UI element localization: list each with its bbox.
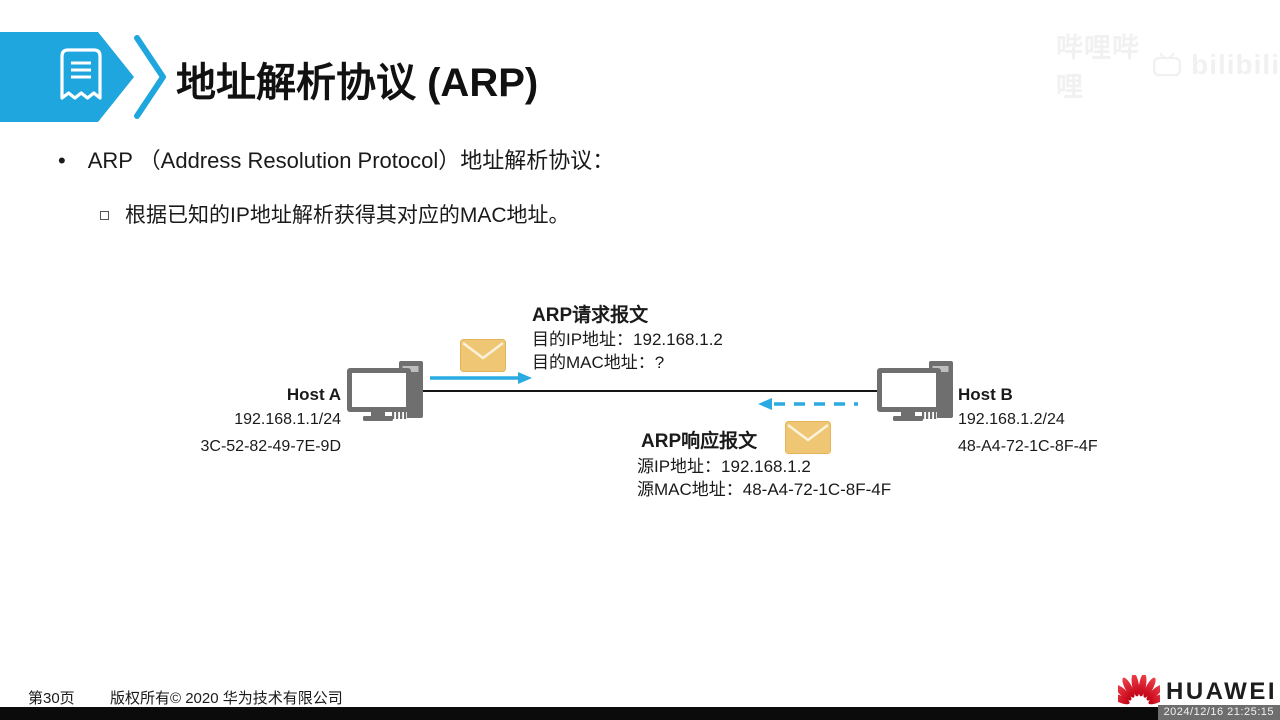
host-a-name: Host A bbox=[286, 385, 341, 404]
request-envelope-icon bbox=[460, 339, 506, 372]
host-b-mac: 48-A4-72-1C-8F-4F bbox=[958, 438, 1098, 455]
host-b-labels: Host B 192.168.1.2/24 48-A4-72-1C-8F-4F bbox=[958, 382, 1098, 461]
host-a-ip: 192.168.1.1/24 bbox=[234, 411, 341, 428]
host-a-mac: 3C-52-82-49-7E-9D bbox=[200, 438, 341, 455]
page-number: 第30页 bbox=[28, 690, 75, 707]
arp-reply-src-mac: 源MAC地址：48-A4-72-1C-8F-4F bbox=[637, 480, 892, 499]
video-watermark: 哔哩哔哩 bilibili bbox=[1056, 26, 1280, 104]
bullet-dot: • bbox=[58, 148, 66, 173]
watermark-en-label: bilibili bbox=[1191, 49, 1280, 80]
reply-arrow-icon bbox=[758, 398, 858, 410]
subbullet-arp-purpose: 根据已知的IP地址解析获得其对应的MAC地址。 bbox=[100, 202, 570, 230]
page-title: 地址解析协议 (ARP) bbox=[176, 61, 539, 105]
arp-reply-title: ARP响应报文 bbox=[641, 431, 758, 452]
host-b-name: Host B bbox=[958, 385, 1013, 404]
arp-request-title: ARP请求报文 bbox=[532, 305, 649, 326]
subbullet-text: 根据已知的IP地址解析获得其对应的MAC地址。 bbox=[125, 204, 570, 227]
request-arrow-icon bbox=[430, 372, 532, 384]
host-a-labels: Host A 192.168.1.1/24 3C-52-82-49-7E-9D bbox=[200, 382, 341, 461]
huawei-flower-icon bbox=[1118, 675, 1160, 705]
bullet-text: ARP （Address Resolution Protocol）地址解析协议： bbox=[87, 148, 615, 173]
watermark-cn-label: 哔哩哔哩 bbox=[1056, 33, 1140, 102]
ethernet-link-line bbox=[421, 390, 879, 392]
arp-reply-message: 源IP地址：192.168.1.2 源MAC地址：48-A4-72-1C-8F-… bbox=[637, 455, 891, 501]
huawei-logo: HUAWEI bbox=[1118, 675, 1277, 709]
host-a-computer-icon bbox=[347, 361, 423, 421]
document-icon bbox=[60, 48, 102, 100]
host-b-ip: 192.168.1.2/24 bbox=[958, 411, 1065, 428]
reply-envelope-icon bbox=[785, 421, 831, 454]
arp-request-message: ARP请求报文 目的IP地址：192.168.1.2 目的MAC地址：? bbox=[532, 303, 723, 374]
copyright-text: 版权所有© 2020 华为技术有限公司 bbox=[110, 690, 343, 707]
tv-icon bbox=[1153, 52, 1182, 77]
subbullet-marker bbox=[100, 211, 109, 220]
video-letterbox-bar bbox=[0, 707, 1280, 720]
huawei-wordmark: HUAWEI bbox=[1166, 678, 1277, 705]
chevron-icon bbox=[134, 35, 166, 119]
timestamp-overlay: 2024/12/16 21:25:15 bbox=[1157, 705, 1280, 720]
bullet-arp-definition: • ARP （Address Resolution Protocol）地址解析协… bbox=[58, 146, 614, 176]
arp-reply-src-ip: 源IP地址：192.168.1.2 bbox=[637, 457, 811, 476]
host-b-computer-icon bbox=[877, 361, 953, 421]
arp-request-dest-mac: 目的MAC地址：? bbox=[532, 353, 665, 372]
arp-request-dest-ip: 目的IP地址：192.168.1.2 bbox=[532, 330, 723, 349]
